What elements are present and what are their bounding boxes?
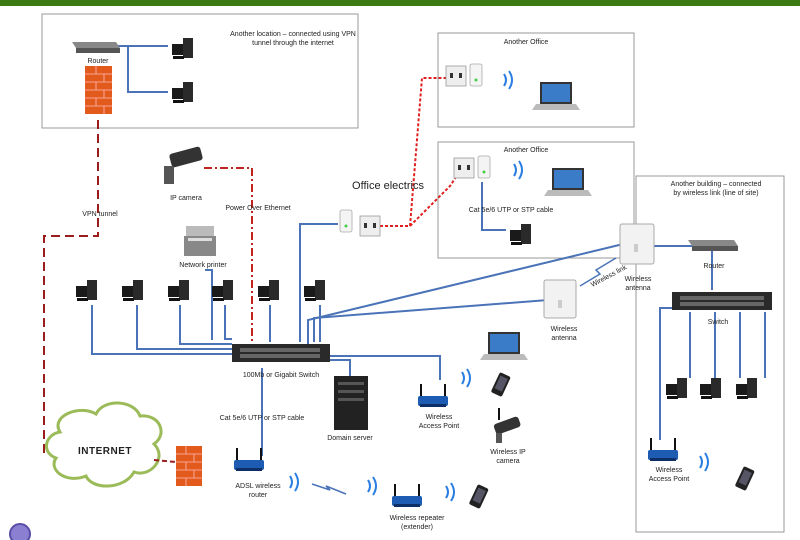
wireless-antenna-right-icon [619,223,655,265]
label-another-office-2: Another Office [503,147,549,154]
network-printer-icon [184,226,216,256]
wireless-antenna-left-icon [543,279,577,319]
laptop-main [480,332,528,360]
label-wireless-antenna-right: Wireless antenna [624,276,652,292]
wireless-repeater-icon [392,484,422,507]
label-router-building: Router [703,263,725,270]
pc-building-3 [736,378,757,399]
label-wireless-antenna-left: Wireless antenna [550,326,578,342]
pc-main-6 [304,280,325,301]
electrics-line [380,77,446,227]
wireless-ip-camera-icon [493,408,521,443]
main-switch-icon [232,344,330,362]
label-switch-main: 100Mb or Gigabit Switch [242,372,320,379]
wifi-waves-adsl [289,472,299,492]
wifi-waves-repeater-out [445,482,455,502]
homeplug-office-2 [477,155,491,179]
label-router-top: Router [87,58,109,65]
wireless-link-bolt [311,483,347,495]
box-another-building [635,175,785,533]
wireless-ap-building-icon [648,438,678,461]
wifi-waves-repeater-in [367,476,377,496]
pc-top-1 [172,38,193,59]
vpn-tunnel-line [43,120,99,454]
label-wireless-repeater: Wireless repeater (extender) [389,515,445,531]
label-another-location: Another location – connected using VPN t… [230,31,356,47]
label-ip-camera: IP camera [170,195,202,202]
corner-orb-icon [9,523,31,540]
box-another-location [41,13,359,129]
label-switch-building: Switch [707,319,729,326]
label-office-electrics: Office electrics [352,180,424,192]
pc-main-4 [212,280,233,301]
antenna-link-bolt [579,257,617,287]
label-adsl-router: ADSL wireless router [235,483,281,499]
switch-building-icon [672,292,772,310]
top-accent-bar [0,0,800,6]
phone-building [734,466,755,492]
ip-camera-icon [164,146,203,184]
laptop-office-2 [544,168,592,196]
label-domain-server: Domain server [327,435,373,442]
label-power-over-ethernet: Power Over Ethernet [225,205,291,212]
box-another-office-2 [437,141,635,259]
label-cat5-main: Cat 5e/6 UTP or STP cable [219,415,305,422]
label-another-building: Another building – connected by wireless… [670,181,762,197]
label-another-office-1: Another Office [503,39,549,46]
wifi-waves-building [699,452,709,472]
box-another-office-1 [437,32,635,128]
poe-line [204,167,253,345]
label-cat5-office: Cat 5e/6 UTP or STP cable [468,207,554,214]
pc-building-2 [700,378,721,399]
pc-main-2 [122,280,143,301]
firewall-internet-icon [176,446,202,486]
laptop-office-1 [532,82,580,110]
ethernet-cables [91,45,766,456]
pc-top-2 [172,82,193,103]
pc-office-2 [510,224,531,245]
domain-server-icon [334,376,368,430]
homeplug-office-1 [469,63,483,87]
label-network-printer: Network printer [179,262,227,269]
wifi-waves-ap-main [461,368,471,388]
firewall-top-icon [85,66,112,114]
pc-main-5 [258,280,279,301]
router-top-icon [72,42,120,53]
label-wireless-ip-camera: Wireless IP camera [490,449,526,465]
pc-building-1 [666,378,687,399]
label-vpn-tunnel: VPN tunnel [82,211,118,218]
phone-main [490,372,511,398]
phone-repeater [468,484,489,510]
wall-socket-main [359,215,381,237]
adsl-router-icon [234,448,264,471]
wifi-waves-office-2 [513,160,523,180]
homeplug-main [339,209,353,233]
wall-socket-office-1 [445,65,467,87]
label-wireless-ap: Wireless Access Point [418,414,460,430]
internet-cloud [45,401,163,488]
label-wireless-ap-building: Wireless Access Point [648,467,690,483]
router-building-icon [688,240,738,251]
wifi-waves-office-1 [503,70,513,90]
label-internet: INTERNET [78,446,132,457]
pc-main-3 [168,280,189,301]
wireless-ap-main-icon [418,384,448,407]
wall-socket-office-2 [453,157,475,179]
pc-main-1 [76,280,97,301]
